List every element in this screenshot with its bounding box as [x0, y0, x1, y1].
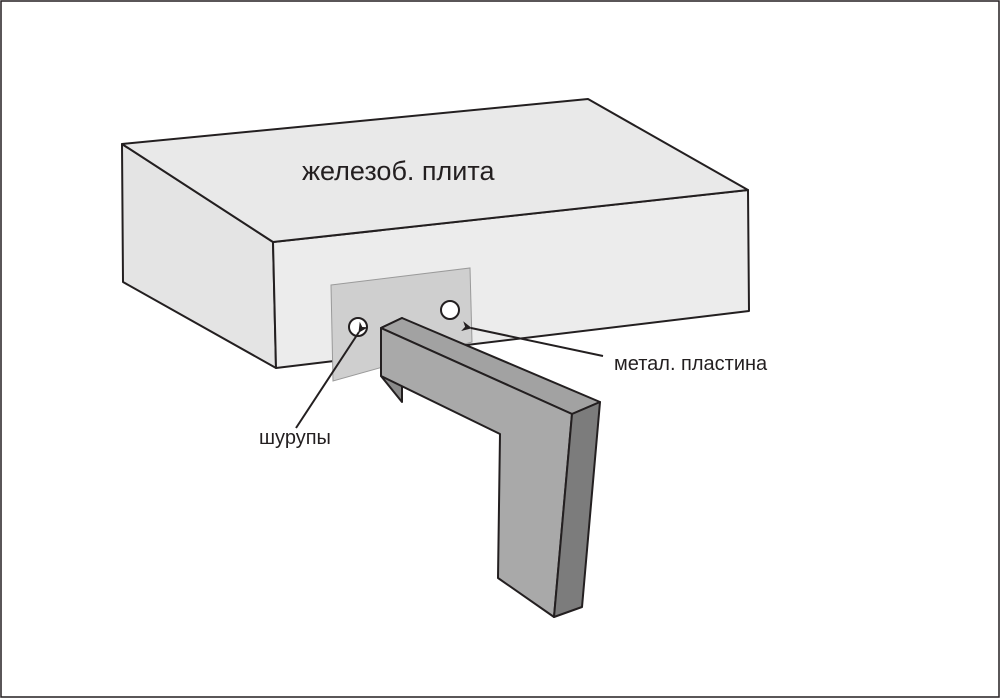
- slab-label: железоб. плита: [302, 156, 495, 186]
- screw-hole-right: [440, 300, 460, 320]
- plate-leader-arrow: [461, 321, 604, 357]
- screws-leader-arrow: [295, 321, 369, 429]
- bracket-right-face: [553, 401, 601, 618]
- bracket: [380, 317, 601, 618]
- screws-label: шурупы: [259, 427, 331, 449]
- slab-top-face: [121, 98, 749, 243]
- plate-label: метал. пластина: [614, 353, 768, 375]
